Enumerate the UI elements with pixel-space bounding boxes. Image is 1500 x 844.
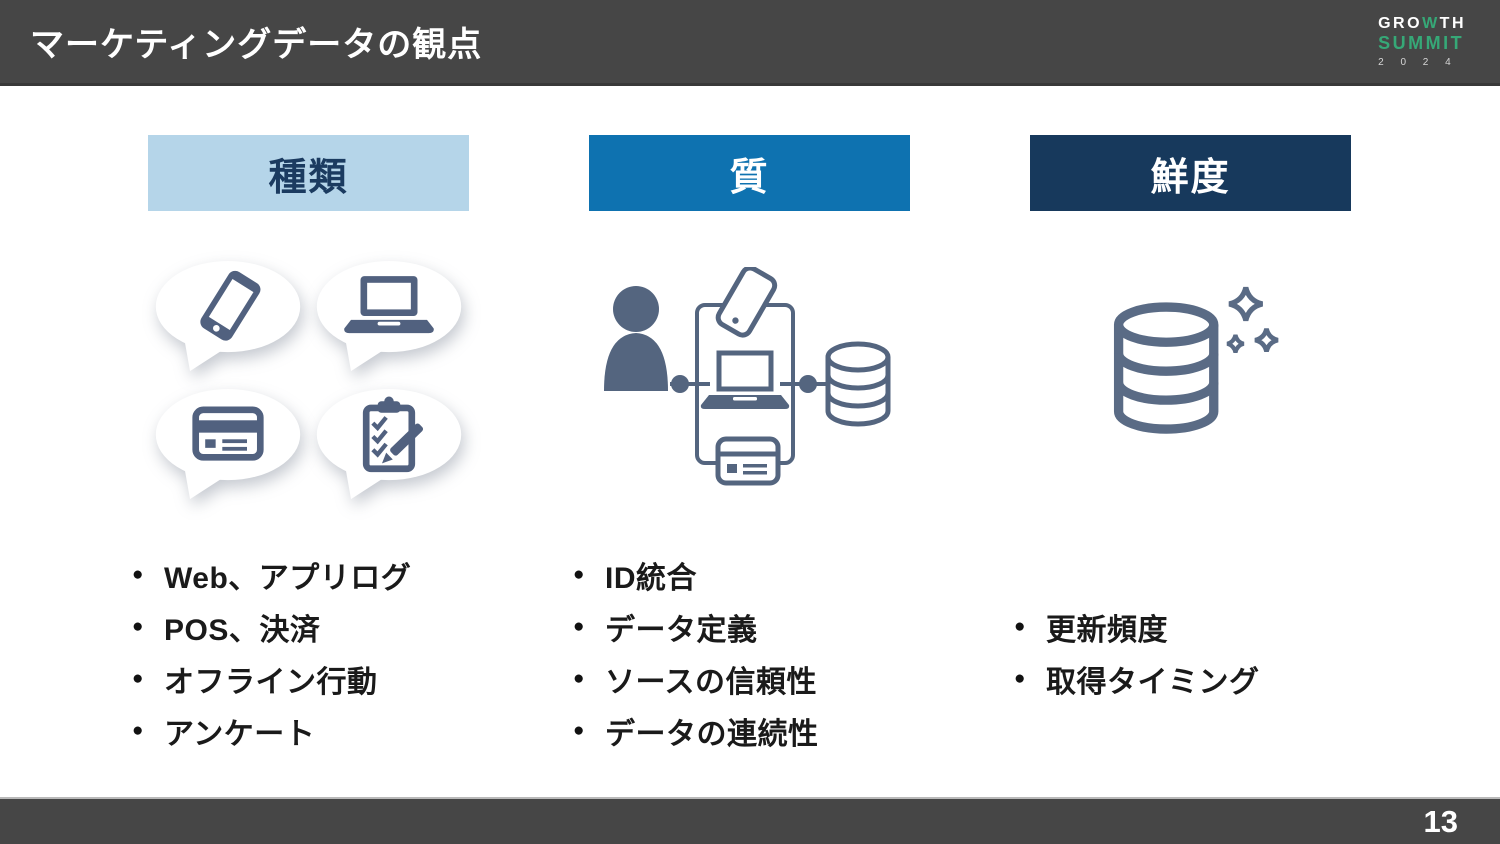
bullet-dot: ● (573, 720, 585, 741)
list-item: ● オフライン行動 (132, 653, 469, 705)
column-header-quality: 質 (589, 135, 910, 211)
list-item-text: データ定義 (604, 614, 758, 647)
list-item-text: POS、決済 (163, 614, 321, 647)
freshness-icon-group (1030, 251, 1351, 513)
bullet-dot: ● (573, 564, 585, 585)
list-item: ● データ定義 (573, 601, 910, 653)
list-item: ● ソースの信頼性 (573, 653, 910, 705)
quality-list: ● ID統合 ● データ定義 ● ソースの信頼性 ● データの連続性 (573, 549, 910, 757)
quality-icon-group (589, 251, 910, 513)
list-item-text: データの連続性 (604, 718, 819, 751)
slide-header: マーケティングデータの観点 GROWTH SUMMIT 2 0 2 4 (0, 0, 1500, 86)
logo-growth-w: W (1422, 14, 1440, 32)
logo-growth-pre: GRO (1378, 14, 1423, 32)
column-header-type: 種類 (148, 135, 469, 211)
logo-growth-post: TH (1439, 14, 1466, 32)
column-quality: 質 (573, 135, 910, 757)
list-item: ● 取得タイミング (1014, 653, 1351, 705)
list-item: ● ID統合 (573, 549, 910, 601)
logo-line-summit: SUMMIT (1378, 32, 1465, 53)
bullet-dot: ● (1014, 616, 1026, 637)
type-icon-group (148, 251, 469, 513)
bullet-dot: ● (132, 616, 144, 637)
slide-title: マーケティングデータの観点 (30, 26, 483, 64)
logo-line-year: 2 0 2 4 (1378, 56, 1458, 68)
survey-clipboard-bubble-icon (316, 388, 461, 500)
list-item-text: 取得タイミング (1045, 666, 1260, 699)
bullet-dot: ● (1014, 668, 1026, 689)
column-type: 種類 (132, 135, 469, 757)
list-item-text: ソースの信頼性 (604, 666, 817, 699)
bullet-dot: ● (132, 668, 144, 689)
page-number: 13 (1423, 803, 1458, 839)
list-item: ● 更新頻度 (1014, 601, 1351, 653)
logo-line-growth: GROWTH (1378, 15, 1466, 33)
growth-summit-logo: GROWTH SUMMIT 2 0 2 4 (1378, 15, 1466, 68)
list-item: ● POS、決済 (132, 601, 469, 653)
list-item-text: ID統合 (604, 562, 697, 595)
laptop-bubble-icon (316, 260, 461, 372)
bullet-dot: ● (132, 564, 144, 585)
type-list: ● Web、アプリログ ● POS、決済 ● オフライン行動 ● アンケート (132, 549, 469, 757)
smartphone-bubble-icon (156, 260, 301, 372)
bullet-dot: ● (573, 616, 585, 637)
column-freshness: 鮮度 ● 更新頻度 ● 取得タイミング (1014, 135, 1351, 757)
list-item-text: アンケート (163, 718, 316, 751)
list-item: ● Web、アプリログ (132, 549, 469, 601)
list-item: ● データの連続性 (573, 705, 910, 757)
column-header-freshness: 鮮度 (1030, 135, 1351, 211)
bullet-dot: ● (573, 668, 585, 689)
list-item-text: 更新頻度 (1045, 614, 1168, 647)
user-devices-database-diagram-icon (603, 267, 890, 486)
slide-footer: 13 (0, 797, 1500, 844)
bullet-dot: ● (132, 720, 144, 741)
freshness-list: ● 更新頻度 ● 取得タイミング (1014, 601, 1351, 705)
list-item-text: Web、アプリログ (163, 562, 412, 595)
sparkling-database-icon (1113, 286, 1278, 434)
list-item-text: オフライン行動 (163, 666, 378, 699)
slide-body: 種類 (0, 86, 1500, 757)
list-item: ● アンケート (132, 705, 469, 757)
credit-card-bubble-icon (156, 388, 301, 500)
